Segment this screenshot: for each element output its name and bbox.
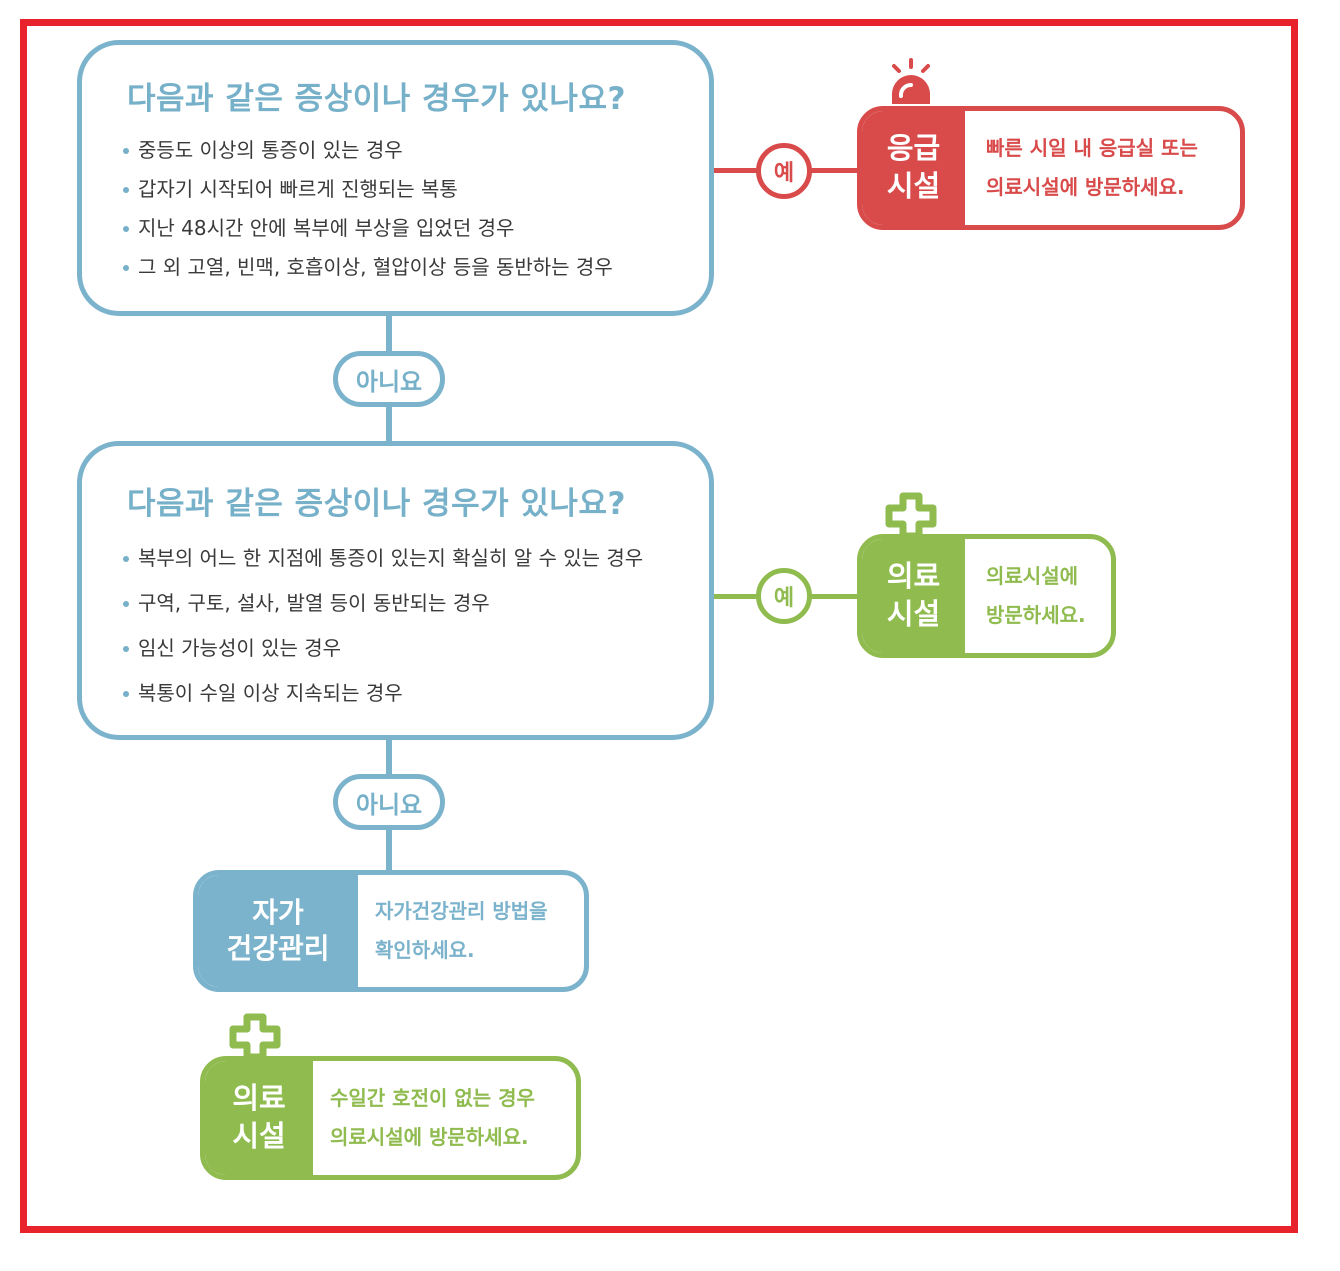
message-line: 의료시설에	[986, 564, 1078, 588]
selfcare-message: 자가건강관리 방법을 확인하세요.	[375, 875, 548, 987]
emergency-message: 빠른 시일 내 응급실 또는 의료시설에 방문하세요.	[986, 111, 1198, 225]
symptom-list: 중등도 이상의 통증이 있는 경우 갑자기 시작되어 빠르게 진행되는 복통 지…	[120, 131, 613, 287]
emergency-result: 응급 시설 빠른 시일 내 응급실 또는 의료시설에 방문하세요.	[857, 106, 1245, 230]
medical-cross-icon	[885, 492, 937, 540]
emergency-tag: 응급 시설	[862, 111, 965, 225]
no-badge: 아니요	[333, 351, 445, 407]
message-line: 확인하세요.	[375, 938, 475, 962]
message-line: 의료시설에 방문하세요.	[986, 175, 1185, 199]
list-item: 그 외 고열, 빈맥, 호흡이상, 혈압이상 등을 동반하는 경우	[120, 248, 613, 287]
message-line: 수일간 호전이 없는 경우	[330, 1086, 535, 1110]
selfcare-tag: 자가 건강관리	[198, 875, 358, 987]
medical-tag: 의료 시설	[862, 539, 965, 653]
list-item: 복통이 수일 이상 지속되는 경우	[120, 671, 643, 716]
message-line: 의료시설에 방문하세요.	[330, 1125, 529, 1149]
yes-badge: 예	[756, 143, 812, 199]
list-item: 구역, 구토, 설사, 발열 등이 동반되는 경우	[120, 581, 643, 626]
question-box-2: 다음과 같은 증상이나 경우가 있나요? 복부의 어느 한 지점에 통증이 있는…	[77, 441, 714, 740]
question-title: 다음과 같은 증상이나 경우가 있나요?	[127, 486, 626, 522]
medical-tag: 의료 시설	[205, 1061, 313, 1175]
medical-result-1: 의료 시설 의료시설에 방문하세요.	[857, 534, 1116, 658]
medical-message: 수일간 호전이 없는 경우 의료시설에 방문하세요.	[330, 1061, 535, 1175]
list-item: 중등도 이상의 통증이 있는 경우	[120, 131, 613, 170]
tag-line: 시설	[232, 1119, 286, 1153]
siren-icon	[892, 58, 930, 104]
list-item: 임신 가능성이 있는 경우	[120, 626, 643, 671]
list-item: 복부의 어느 한 지점에 통증이 있는지 확실히 알 수 있는 경우	[120, 536, 643, 581]
tag-line: 의료	[232, 1081, 286, 1116]
medical-cross-icon	[229, 1013, 281, 1061]
list-item: 지난 48시간 안에 복부에 부상을 입었던 경우	[120, 209, 613, 248]
medical-result-2: 의료 시설 수일간 호전이 없는 경우 의료시설에 방문하세요.	[200, 1056, 581, 1180]
symptom-list: 복부의 어느 한 지점에 통증이 있는지 확실히 알 수 있는 경우 구역, 구…	[120, 536, 643, 716]
tag-line: 시설	[886, 169, 941, 203]
message-line: 자가건강관리 방법을	[375, 899, 548, 923]
yes-badge: 예	[756, 568, 812, 624]
list-item: 갑자기 시작되어 빠르게 진행되는 복통	[120, 170, 613, 209]
tag-line: 시설	[886, 597, 941, 631]
message-line: 빠른 시일 내 응급실 또는	[986, 136, 1198, 160]
tag-line: 건강관리	[226, 932, 330, 965]
medical-message: 의료시설에 방문하세요.	[986, 539, 1086, 653]
selfcare-result: 자가 건강관리 자가건강관리 방법을 확인하세요.	[193, 870, 589, 992]
outer-frame	[20, 19, 1298, 1233]
question-title: 다음과 같은 증상이나 경우가 있나요?	[127, 81, 626, 117]
tag-line: 의료	[886, 559, 941, 594]
message-line: 방문하세요.	[986, 603, 1086, 627]
no-badge: 아니요	[333, 774, 445, 830]
tag-line: 응급	[886, 131, 941, 166]
question-box-1: 다음과 같은 증상이나 경우가 있나요? 중등도 이상의 통증이 있는 경우 갑…	[77, 40, 714, 316]
tag-line: 자가	[252, 895, 304, 929]
